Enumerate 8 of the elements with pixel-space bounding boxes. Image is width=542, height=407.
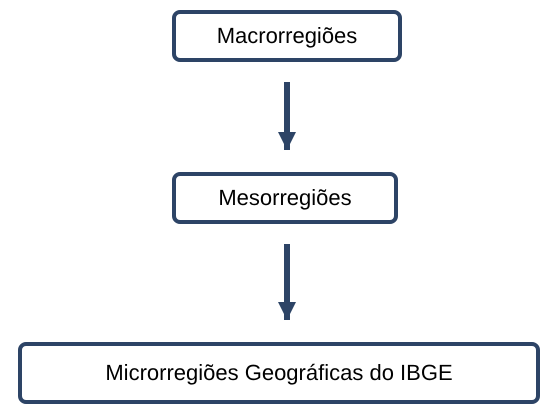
box-label: Microrregiões Geográficas do IBGE [105,360,453,386]
rounded-box [172,10,402,62]
arrow [278,82,296,150]
box-label: Macrorregiões [216,23,358,49]
rounded-box [172,172,398,224]
arrow [278,244,296,320]
rounded-box [18,342,540,404]
box-label: Mesorregiões [218,185,352,211]
